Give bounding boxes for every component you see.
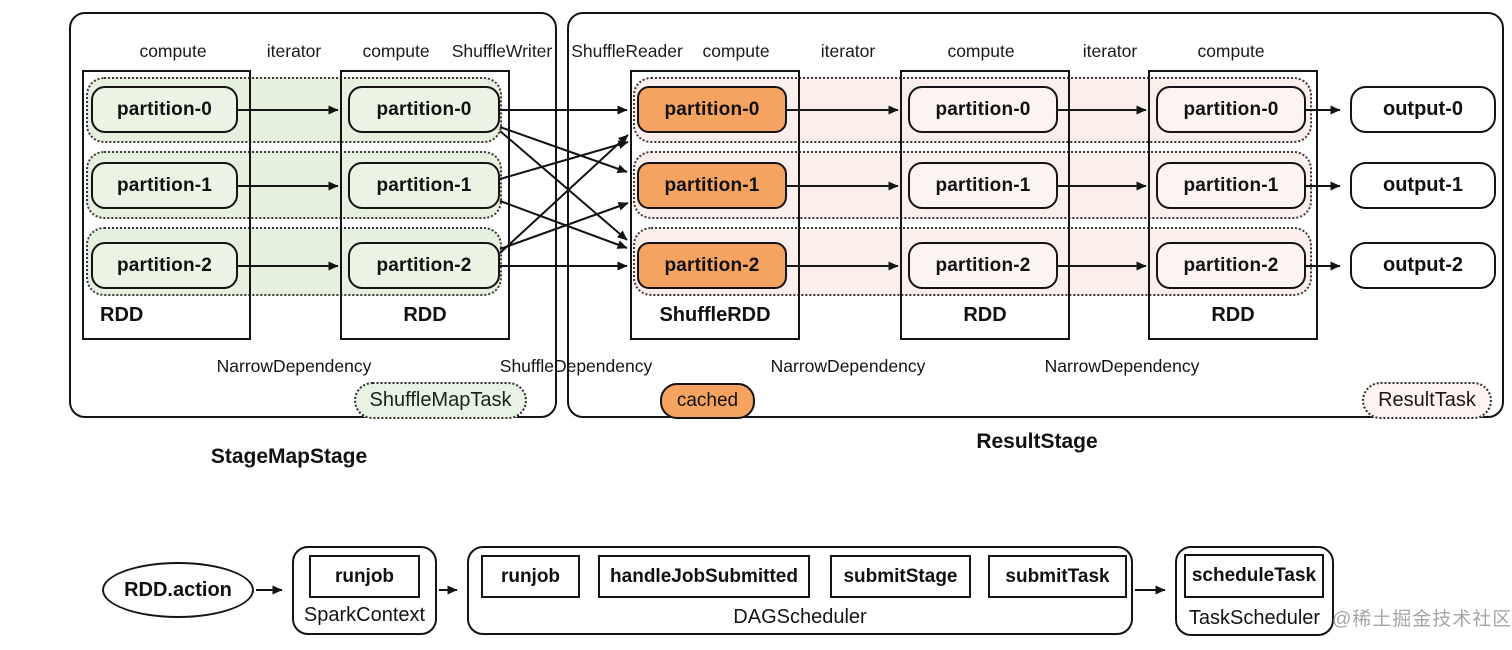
- partition-box: partition-1: [348, 162, 500, 209]
- op-label-iterator-3: iterator: [1082, 41, 1138, 61]
- taskscheduler-label: TaskScheduler: [1188, 607, 1321, 629]
- shufflemaptask-badge: ShuffleMapTask: [354, 382, 527, 419]
- scheduletask-method: scheduleTask: [1184, 554, 1324, 598]
- op-label-compute-4: compute: [947, 41, 1015, 61]
- narrow-dependency-label: NarrowDependency: [216, 356, 372, 376]
- result-rdd1-column: [900, 70, 1070, 340]
- op-label-compute-5: compute: [1197, 41, 1265, 61]
- partition-box: partition-2: [908, 242, 1058, 289]
- rdd-name: RDD: [1211, 304, 1255, 326]
- runjob-method: runjob: [481, 555, 580, 598]
- result-shufflerdd-column: [630, 70, 800, 340]
- cached-badge: cached: [660, 383, 755, 419]
- narrow-dependency-label: NarrowDependency: [770, 356, 926, 376]
- output-box: output-0: [1350, 86, 1496, 133]
- partition-box: partition-0: [908, 86, 1058, 133]
- op-label-compute-2: compute: [362, 41, 430, 61]
- handlejobsubmitted-method: handleJobSubmitted: [598, 555, 810, 598]
- output-box: output-1: [1350, 162, 1496, 209]
- partition-box: partition-2: [1156, 242, 1306, 289]
- rdd-name: ShuffleRDD: [659, 304, 771, 326]
- rdd-name: RDD: [100, 304, 144, 326]
- submittask-method: submitTask: [988, 555, 1127, 598]
- dagscheduler-label: DAGScheduler: [733, 606, 867, 628]
- op-label-shufflereader: ShuffleReader: [571, 41, 683, 61]
- partition-box: partition-1: [91, 162, 238, 209]
- partition-box: partition-0: [1156, 86, 1306, 133]
- output-box: output-2: [1350, 242, 1496, 289]
- result-rdd2-column: [1148, 70, 1318, 340]
- partition-box: partition-2: [348, 242, 500, 289]
- op-label-iterator-2: iterator: [820, 41, 876, 61]
- submitstage-method: submitStage: [830, 555, 971, 598]
- rdd-name: RDD: [403, 304, 447, 326]
- narrow-dependency-label: NarrowDependency: [1044, 356, 1200, 376]
- rdd-name: RDD: [963, 304, 1007, 326]
- sparkcontext-label: SparkContext: [303, 604, 426, 626]
- cached-partition-box: partition-1: [637, 162, 787, 209]
- runjob-method: runjob: [309, 555, 420, 598]
- cached-partition-box: partition-2: [637, 242, 787, 289]
- op-label-compute-3: compute: [702, 41, 770, 61]
- rdd-action-node: RDD.action: [102, 562, 254, 618]
- op-label-shufflewriter: ShuffleWriter: [451, 41, 553, 61]
- result-stage-title: ResultStage: [976, 430, 1098, 453]
- partition-box: partition-0: [91, 86, 238, 133]
- op-label-iterator-1: iterator: [266, 41, 322, 61]
- watermark: @稀土掘金技术社区: [1332, 609, 1512, 630]
- partition-box: partition-0: [348, 86, 500, 133]
- op-label-compute-1: compute: [139, 41, 207, 61]
- cached-partition-box: partition-0: [637, 86, 787, 133]
- map-stage-title: StageMapStage: [210, 445, 368, 468]
- shuffle-dependency-label: ShuffleDependency: [499, 356, 653, 376]
- map-rdd1-column: [82, 70, 251, 340]
- partition-box: partition-1: [1156, 162, 1306, 209]
- partition-box: partition-2: [91, 242, 238, 289]
- partition-box: partition-1: [908, 162, 1058, 209]
- resulttask-badge: ResultTask: [1362, 382, 1492, 419]
